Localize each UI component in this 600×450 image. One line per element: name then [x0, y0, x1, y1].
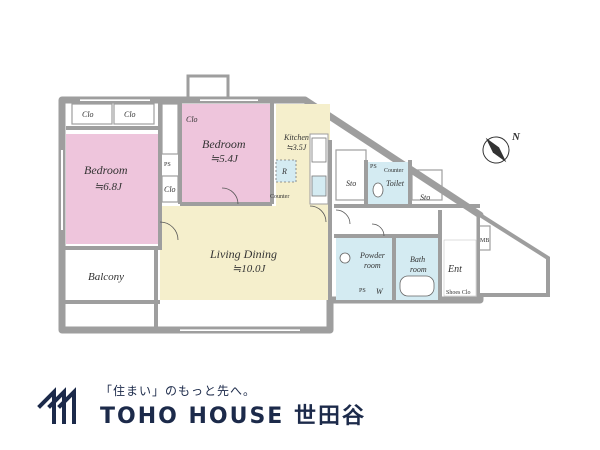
entrance-wall — [478, 213, 550, 297]
counter-label-1: Counter — [270, 194, 289, 200]
washer-label: W — [376, 287, 384, 296]
closet-label-2: Clo — [124, 110, 136, 119]
window-lines — [80, 98, 300, 330]
toilet-area — [368, 162, 408, 204]
toho-house-logo-icon — [37, 387, 76, 424]
compass-icon — [482, 136, 510, 164]
toilet-name: Toilet — [386, 179, 405, 188]
counter-label-2: Counter — [384, 168, 403, 174]
powder-room-area — [336, 238, 394, 300]
kitchen-name: Kitchen — [283, 133, 309, 142]
compass-label: N — [511, 131, 521, 143]
brand-tagline: 「住まい」のもっと先へ。 — [100, 384, 257, 398]
brand-name: TOHO HOUSE 世田谷 — [100, 404, 366, 429]
bathtub-icon — [399, 275, 435, 297]
balcony-name: Balcony — [88, 271, 124, 283]
bedroom-small-size: ≒5.4J — [210, 153, 239, 165]
bath-room-line2: room — [410, 265, 427, 274]
living-dining-area — [160, 206, 330, 300]
wash-basin-icon — [339, 252, 351, 264]
living-dining-size: ≒10.0J — [232, 263, 266, 275]
pipe-space-label-2: PS — [359, 288, 366, 294]
closet-label-3: Clo — [186, 115, 198, 124]
meter-box-label: MB — [480, 238, 489, 244]
powder-room-line1: Powder — [359, 251, 386, 260]
closet-label-1: Clo — [82, 110, 94, 119]
entrance-name: Ent — [447, 264, 462, 275]
bath-room-line1: Bath — [410, 255, 425, 264]
powder-room-line2: room — [364, 261, 381, 270]
kitchen-size: ≒3.5J — [286, 143, 307, 152]
bay-window — [186, 74, 230, 100]
entrance-floor — [443, 239, 477, 297]
windows — [61, 99, 300, 331]
toilet-fixture-icon — [372, 182, 384, 198]
storage-label-1: Sto — [346, 179, 356, 188]
bedroom-large-size: ≒6.8J — [94, 181, 123, 193]
refrigerator-box — [275, 159, 297, 183]
refrigerator-label: R — [281, 167, 287, 176]
door-swings — [159, 187, 385, 241]
interior-walls — [62, 100, 480, 330]
storage-label-2: Sto — [420, 193, 430, 202]
bedroom-large-area — [66, 134, 158, 244]
shoes-closet-label: Shoes Clo — [446, 290, 471, 296]
bedroom-small-name: Bedroom — [202, 137, 246, 151]
floor-plan: N Bedroom ≒6.8J Bedroom ≒5.4J Living Din… — [58, 74, 550, 334]
stove-icon — [311, 137, 327, 163]
closet-label-4: Clo — [164, 185, 176, 194]
pipe-space-label-1: PS — [164, 162, 171, 168]
closet-boxes — [71, 103, 491, 251]
bedroom-small-area — [182, 104, 270, 202]
balcony-area — [66, 252, 152, 302]
kitchen-sink-icon — [311, 175, 327, 197]
pipe-space-label-3: PS — [370, 164, 377, 170]
bedroom-large-name: Bedroom — [84, 163, 128, 177]
living-dining-name: Living Dining — [209, 247, 277, 261]
